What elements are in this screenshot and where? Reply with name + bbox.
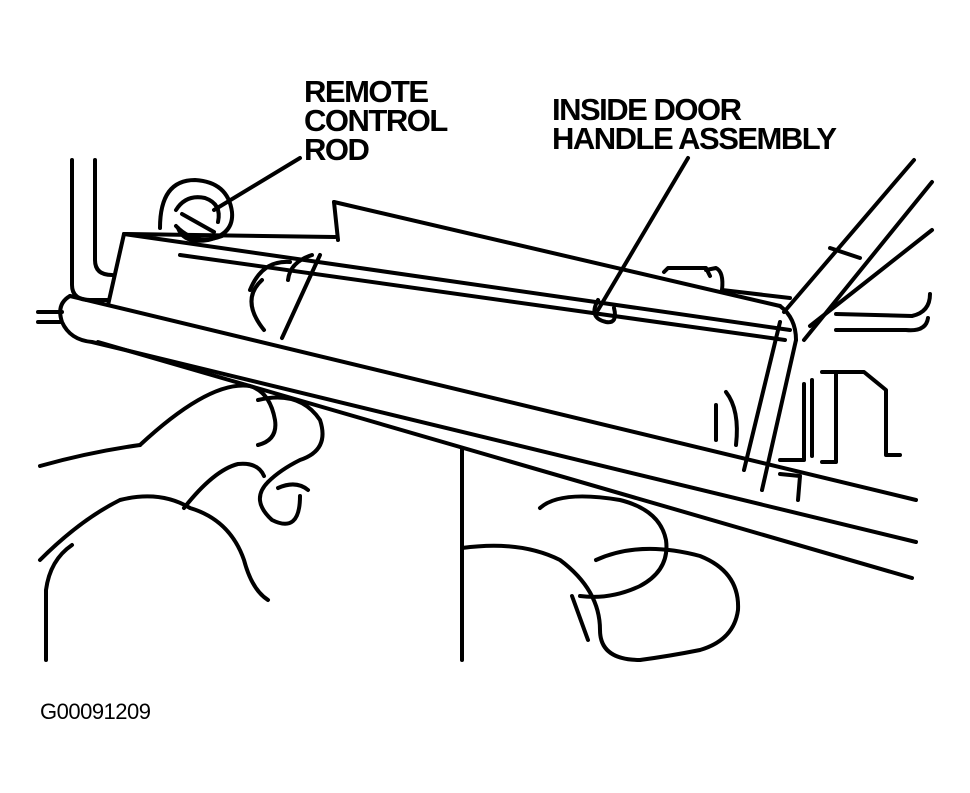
rod-leader-line — [212, 156, 302, 212]
assembly-tab — [662, 266, 792, 300]
handle-leader-hook — [592, 298, 617, 325]
figure-id: G00091209 — [40, 699, 151, 724]
door-panel-right — [778, 292, 932, 502]
label-line: ROD — [304, 132, 370, 167]
label-line: CONTROL — [304, 103, 448, 138]
remote-control-rod — [158, 178, 235, 243]
label-line: INSIDE DOOR — [552, 92, 742, 127]
hand-fingers — [38, 259, 741, 662]
leader-lines — [212, 156, 690, 325]
inside-door-handle-label: INSIDE DOOR HANDLE ASSEMBLY — [552, 92, 837, 156]
trim-bezel — [58, 294, 918, 580]
handle-leader-line — [596, 156, 690, 312]
label-line: REMOTE — [304, 74, 429, 109]
screwdriver-tool — [782, 158, 934, 342]
label-line: HANDLE ASSEMBLY — [552, 121, 837, 156]
remote-control-rod-label: REMOTE CONTROL ROD — [304, 74, 448, 167]
handle-assembly-body — [106, 200, 798, 492]
